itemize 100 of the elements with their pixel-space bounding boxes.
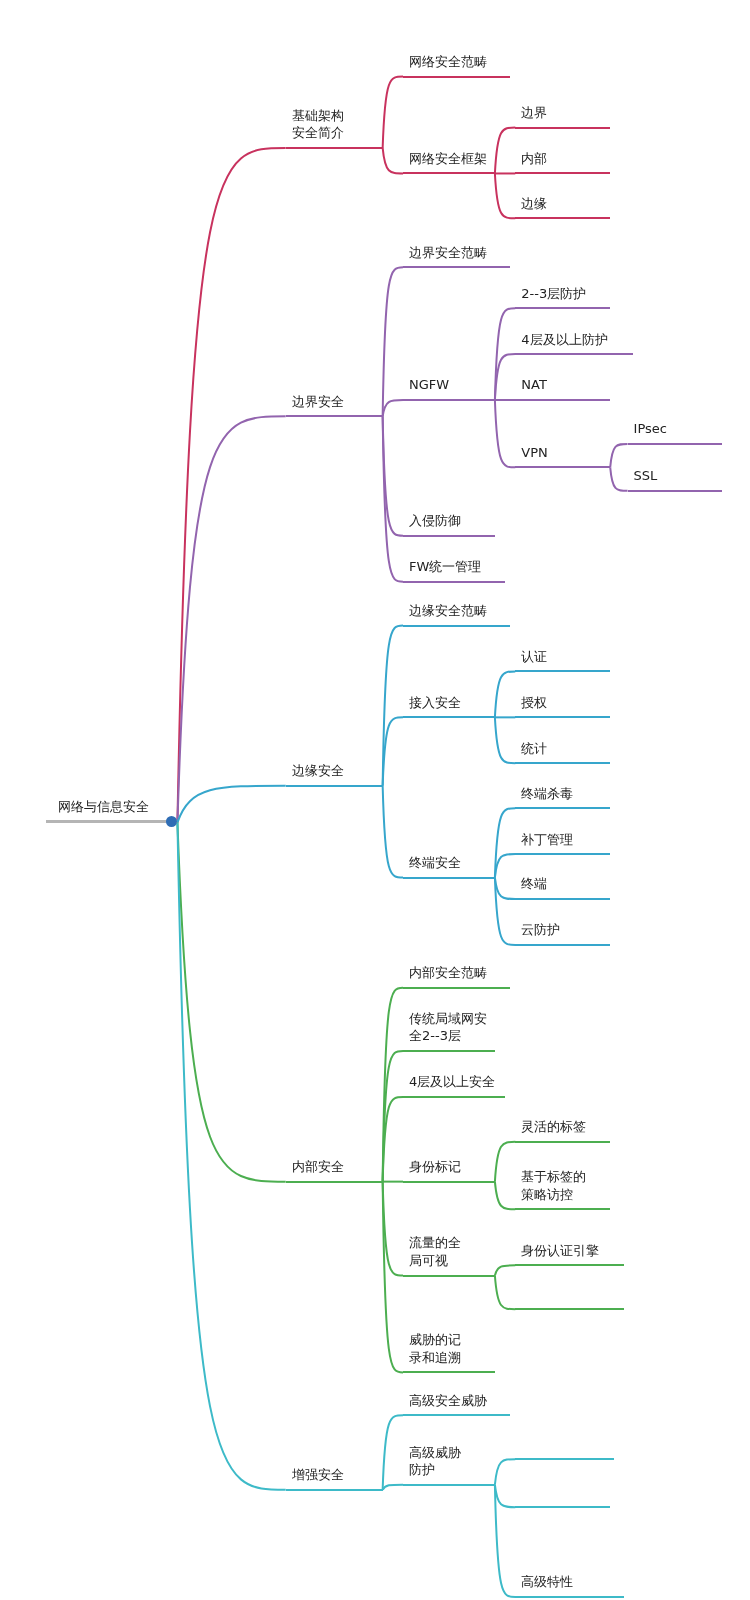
topic-label: 网络安全框架: [408, 149, 488, 168]
topic-label: 统计: [520, 739, 548, 758]
topic-node: [515, 647, 611, 673]
topic-label: 威胁的记录和追溯: [408, 1331, 463, 1367]
topic-node: [515, 830, 611, 856]
topic-node: [515, 1573, 625, 1598]
branch-line: [493, 353, 517, 401]
topic-node: [515, 921, 611, 946]
branch-line: [381, 1180, 405, 1183]
topic-node: [403, 964, 511, 989]
topic-label: 高级威胁防护: [408, 1443, 463, 1480]
topic-node: [515, 1118, 611, 1143]
branch-line: [176, 784, 287, 824]
topic-label: NAT: [520, 376, 547, 395]
topic-label: 云防护: [520, 921, 561, 940]
topic-label: 补丁管理: [520, 830, 574, 849]
topic-node: [403, 1391, 511, 1417]
topic-label: 4层及以上安全: [408, 1073, 496, 1092]
topic-label: 边界: [520, 104, 548, 122]
topic-node: [403, 1158, 495, 1183]
topic-label: 边缘安全: [290, 762, 344, 781]
topic-node: [403, 601, 511, 627]
topic-node: [403, 558, 506, 583]
topic-node: [285, 1158, 383, 1183]
topic-label: 边缘: [520, 194, 548, 213]
topic-label: 终端安全: [408, 854, 462, 872]
topic-label: 边界安全: [290, 392, 344, 411]
branch-line: [381, 716, 405, 787]
topic-node: [515, 739, 611, 765]
topic-node: [515, 330, 633, 356]
branch-line: [176, 821, 287, 1491]
topic-node: [403, 1009, 495, 1053]
branch-line: [493, 716, 517, 719]
branch-line: [609, 442, 629, 469]
topic-label: 灵活的标签: [520, 1118, 587, 1137]
topic-label: 内部安全: [290, 1158, 344, 1177]
topic-label: 高级安全威胁: [408, 1391, 488, 1410]
branch-line: [493, 172, 517, 175]
topic-label: 授权: [520, 693, 548, 712]
topic-node: [403, 1234, 495, 1277]
branch-line: [381, 1180, 405, 1374]
topic-label: 基础架构安全简介: [290, 106, 345, 143]
topic-node: [403, 512, 495, 537]
topic-node: [285, 392, 383, 418]
topic-node: [403, 1443, 495, 1486]
branch-line: [609, 466, 629, 492]
topic-label: SSL: [632, 467, 658, 486]
topic-label: 流量的全局可视: [408, 1234, 463, 1270]
topic-label: NGFW: [408, 376, 450, 395]
topic-label: 身份认证引擎: [520, 1241, 600, 1260]
branch-line: [493, 1458, 517, 1486]
topic-label: 身份标记: [408, 1158, 462, 1177]
branch-line: [493, 1264, 517, 1277]
topic-label: 增强安全: [290, 1466, 344, 1485]
topic-label: FW统一管理: [408, 558, 482, 577]
topic-label: 认证: [520, 647, 548, 666]
topic-node: [285, 106, 383, 149]
topic-node: [515, 875, 611, 900]
topic-label: 4层及以上防护: [520, 330, 608, 349]
topic-node: [515, 693, 611, 719]
topic-node: [403, 243, 511, 269]
topic-label: 终端杀毒: [520, 784, 574, 803]
topic-node: [403, 53, 511, 78]
topic-node: [285, 1466, 383, 1491]
topic-label: 高级特性: [520, 1573, 574, 1592]
branch-line: [381, 1095, 405, 1183]
topic-label: IPsec: [632, 420, 667, 439]
empty-topic-line: [515, 1306, 625, 1311]
branch-line: [493, 853, 517, 879]
topic-label: 接入安全: [408, 693, 462, 712]
topic-node: [515, 284, 611, 310]
topic-label: 边缘安全范畴: [408, 601, 488, 620]
branch-line: [493, 876, 517, 900]
branch-line: [381, 399, 405, 418]
topic-node: [515, 149, 611, 175]
topic-label: 入侵防御: [408, 512, 462, 531]
topic-node: [403, 1073, 506, 1098]
topic-label: 传统局域网安全2--3层: [408, 1009, 489, 1046]
topic-node: [403, 693, 495, 719]
empty-topic-line: [515, 1504, 611, 1509]
branch-line: [381, 415, 405, 583]
topic-label: 内部安全范畴: [408, 964, 488, 983]
branch-line: [381, 1483, 405, 1491]
topic-label: 网络安全范畴: [408, 53, 488, 71]
empty-topic-line: [515, 1456, 615, 1461]
topic-node: [515, 1241, 625, 1267]
topic-node: [285, 762, 383, 787]
topic-label: VPN: [520, 443, 548, 462]
topic-label: 终端: [520, 875, 548, 894]
topic-label: 内部: [520, 149, 548, 168]
topic-node: [515, 1168, 611, 1211]
topic-label: 2--3层防护: [520, 284, 587, 303]
topic-node: [515, 104, 611, 129]
branch-line: [493, 399, 517, 401]
branch-line: [493, 1180, 517, 1211]
topic-label: 边界安全范畴: [408, 243, 488, 262]
topic-node: [515, 784, 611, 810]
topic-node: [45, 797, 178, 824]
branch-line: [381, 146, 405, 175]
topic-label: 基于标签的策略访控: [520, 1168, 588, 1204]
